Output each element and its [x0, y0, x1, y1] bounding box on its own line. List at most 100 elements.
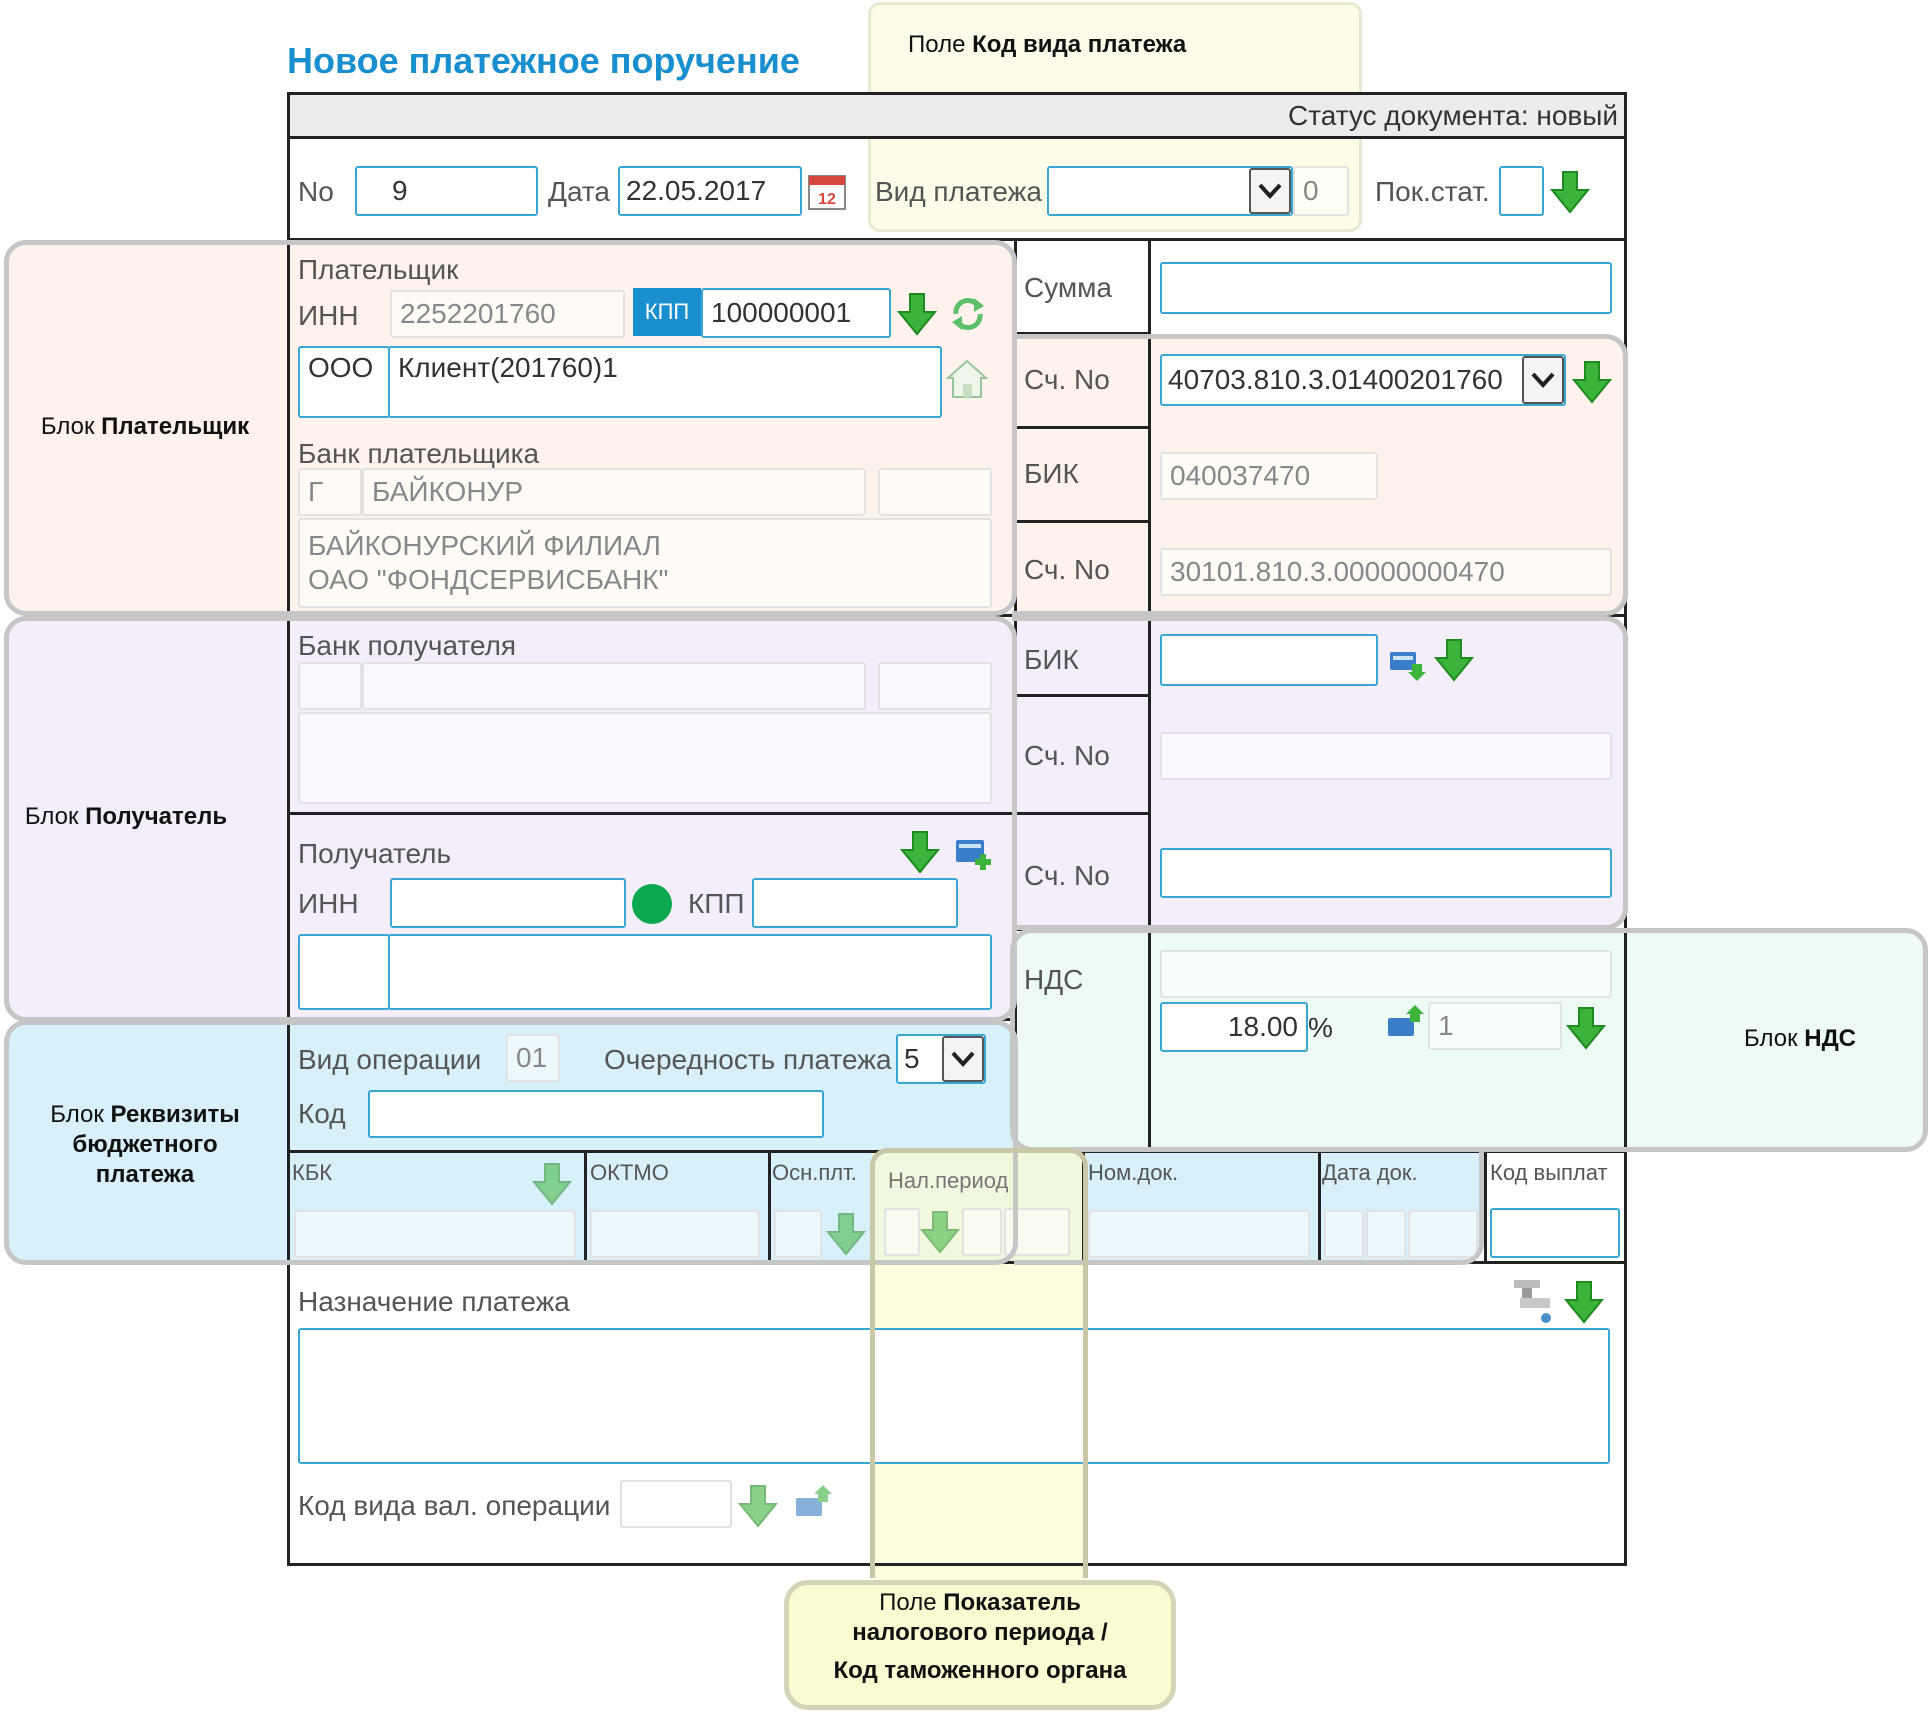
- purpose-textarea[interactable]: [298, 1328, 1610, 1464]
- payer-inn-input[interactable]: 2252201760: [390, 290, 625, 338]
- payer-bank-city: БАЙКОНУР: [362, 468, 866, 516]
- currency-op-input[interactable]: [620, 1480, 732, 1528]
- account-value: 40703.810.3.01400201760: [1168, 364, 1503, 395]
- arrow-down-icon[interactable]: [1566, 1006, 1606, 1050]
- tax-period-input-2: [962, 1208, 1002, 1256]
- budget-block-outline: [4, 1020, 1018, 1265]
- payer-bank-extra: [878, 468, 992, 516]
- caption-bold: налогового периода /: [852, 1619, 1108, 1646]
- caption-bold: платежа: [95, 1161, 195, 1188]
- payout-code-column-header: Код выплат: [1490, 1160, 1608, 1185]
- payment-code-value: 0: [1303, 175, 1319, 206]
- arrow-down-icon[interactable]: [1564, 1280, 1604, 1324]
- corr-account-input: 30101.810.3.00000000470: [1160, 548, 1612, 596]
- budget-cols-outline: [1014, 1148, 1484, 1265]
- caption-bold: бюджетного: [72, 1131, 218, 1158]
- divider: [1318, 1150, 1321, 1262]
- refresh-icon[interactable]: [948, 294, 988, 334]
- vat-count-input: 1: [1428, 1002, 1562, 1050]
- payout-code-input[interactable]: [1490, 1208, 1620, 1258]
- recipient-kpp-input[interactable]: [752, 878, 958, 928]
- caption-bold: Получатель: [85, 803, 228, 830]
- caption-bold: НДС: [1804, 1025, 1857, 1052]
- recipient-right-outline: [1012, 616, 1628, 930]
- tax-period-column-header: Нал.период: [888, 1168, 1009, 1193]
- recipient-inn-label: ИНН: [298, 888, 359, 919]
- recipient-bank-name: [298, 712, 992, 804]
- upload-icon[interactable]: [794, 1484, 832, 1520]
- tax-period-caption: Поле Показатель налогового периода / Код…: [790, 1588, 1170, 1686]
- divider: [1014, 332, 1148, 335]
- arrow-down-icon[interactable]: [826, 1212, 866, 1256]
- recipient-bik-input[interactable]: [1160, 634, 1378, 686]
- osn-plt-input: [774, 1210, 822, 1258]
- divider: [1148, 238, 1151, 1150]
- payer-inn-label: ИНН: [298, 300, 359, 331]
- payer-kpp-input[interactable]: 100000001: [701, 288, 891, 338]
- operation-type-label: Вид операции: [298, 1044, 482, 1075]
- priority-value: 5: [904, 1043, 920, 1074]
- arrow-down-icon[interactable]: [900, 830, 940, 874]
- payer-name-input[interactable]: Клиент(201760)1: [388, 346, 942, 418]
- date-input[interactable]: 22.05.2017: [618, 166, 802, 216]
- home-icon[interactable]: [945, 358, 989, 400]
- calendar-icon[interactable]: 12: [806, 170, 848, 212]
- operation-type-input: 01: [506, 1034, 560, 1082]
- doc-date-input-2: [1366, 1210, 1406, 1258]
- no-input[interactable]: 9: [355, 166, 538, 216]
- recipient-name-input[interactable]: [388, 934, 992, 1010]
- arrow-down-icon[interactable]: [1434, 638, 1474, 682]
- caption-bold: Код таможенного органа: [833, 1657, 1127, 1684]
- payer-block-outline: [4, 240, 1017, 616]
- add-recipient-icon[interactable]: [954, 836, 992, 872]
- recipient-bank-label: Банк получателя: [298, 630, 517, 661]
- account-select[interactable]: 40703.810.3.01400201760: [1160, 354, 1566, 406]
- account-label: Сч. No: [1024, 364, 1110, 395]
- payment-code-input[interactable]: 0: [1293, 166, 1349, 216]
- payer-org-form-value: ООО: [308, 352, 374, 383]
- account-dropdown-button[interactable]: [1522, 356, 1564, 404]
- divider: [1014, 426, 1148, 429]
- pok-stat-input[interactable]: [1499, 166, 1544, 216]
- tax-period-note: [784, 1580, 1176, 1710]
- filter-icon[interactable]: [1510, 1276, 1554, 1324]
- payment-type-dropdown-button[interactable]: [1249, 168, 1291, 214]
- no-value: 9: [392, 175, 408, 206]
- kbk-input: [294, 1210, 576, 1258]
- payer-bank-city-prefix-value: Г: [308, 476, 324, 507]
- upload-icon[interactable]: [1386, 1004, 1424, 1040]
- priority-dropdown-button[interactable]: [942, 1036, 984, 1082]
- arrow-down-icon[interactable]: [920, 1210, 960, 1254]
- sum-label: Сумма: [1024, 272, 1112, 303]
- vat-rate-input[interactable]: 18.00: [1160, 1002, 1308, 1052]
- note-prefix: Поле: [908, 31, 973, 58]
- payer-block-caption: Блок Плательщик: [14, 412, 276, 442]
- recipient-inn-input[interactable]: [390, 878, 626, 928]
- payer-kpp-badge: КПП: [633, 288, 701, 336]
- arrow-down-icon[interactable]: [897, 292, 937, 336]
- code-input[interactable]: [368, 1090, 824, 1138]
- recipient-account-input[interactable]: [1160, 848, 1612, 898]
- vat-block-caption: Блок НДС: [1690, 1024, 1910, 1054]
- chevron-down-icon: [1258, 183, 1282, 199]
- arrow-down-icon[interactable]: [1550, 170, 1590, 214]
- recipient-bank-city: [362, 662, 866, 710]
- divider: [768, 1150, 771, 1262]
- recipient-org-form-input[interactable]: [298, 934, 390, 1010]
- recipient-corr-label: Сч. No: [1024, 740, 1110, 771]
- payer-inn-value: 2252201760: [400, 298, 556, 329]
- payer-org-form-input[interactable]: ООО: [298, 346, 390, 418]
- payer-kpp-value: 100000001: [711, 297, 852, 328]
- status-label: Статус документа:: [1288, 100, 1529, 131]
- sum-input[interactable]: [1160, 262, 1612, 314]
- oktmo-input: [590, 1210, 760, 1258]
- caption-bold: Показатель: [943, 1589, 1081, 1616]
- recipient-kpp-label: КПП: [688, 888, 745, 919]
- arrow-down-icon[interactable]: [738, 1484, 778, 1528]
- status-value: новый: [1536, 100, 1619, 131]
- recipient-section-label: Получатель: [298, 838, 452, 869]
- arrow-down-icon[interactable]: [1572, 360, 1612, 404]
- bank-search-icon[interactable]: [1388, 646, 1426, 682]
- caption-prefix: Блок: [40, 413, 102, 440]
- arrow-down-icon[interactable]: [532, 1162, 572, 1206]
